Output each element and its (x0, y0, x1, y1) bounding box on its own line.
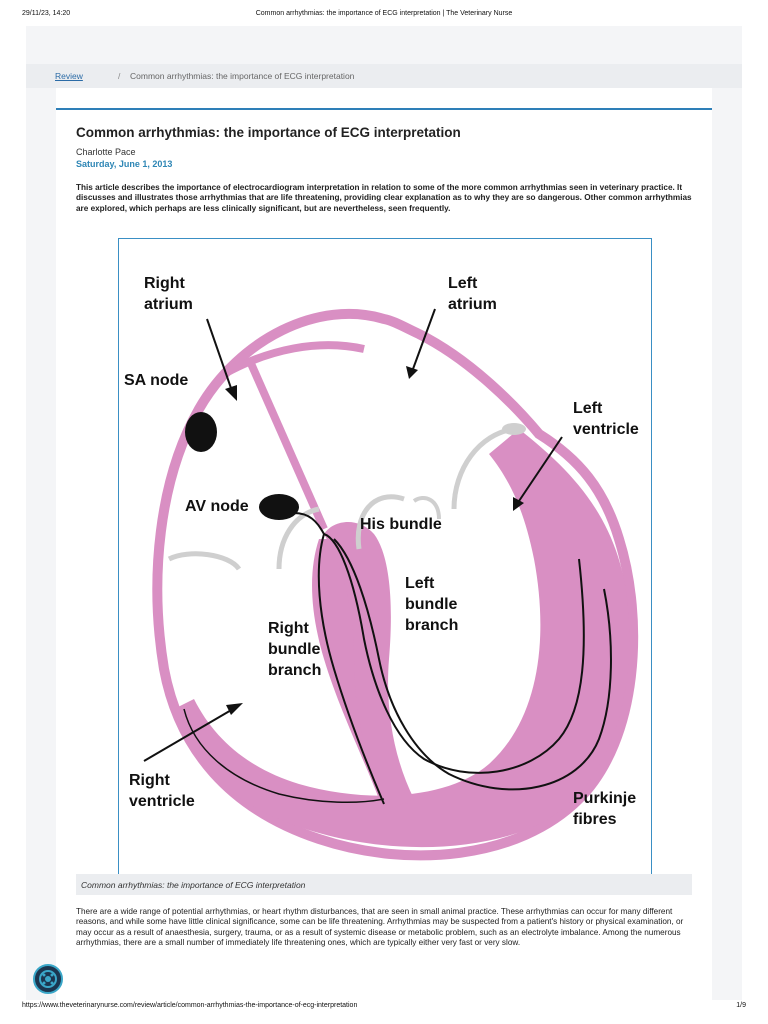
right-ventricle-fibre (183, 708, 385, 803)
page-gutter-right (712, 88, 742, 1000)
label-left-atrium-2: atrium (448, 296, 497, 313)
print-page-number: 1/9 (736, 1002, 746, 1009)
arrow-left-atrium-head (406, 366, 418, 379)
page-gutter-left (26, 88, 56, 1000)
breadcrumb-separator: / (118, 71, 121, 81)
label-right-ventricle-1: Right (129, 772, 171, 789)
print-page-title: Common arrhythmias: the importance of EC… (255, 10, 513, 17)
heart-conduction-diagram: Right atrium Left atrium SA node Left ve… (124, 275, 639, 861)
help-chat-button[interactable] (33, 964, 63, 994)
site-header-band (26, 26, 742, 64)
left-ventricle-cavity (386, 529, 514, 763)
print-footer: https://www.theveterinarynurse.com/revie… (22, 1002, 746, 1014)
label-purkinje-2: fibres (573, 811, 617, 828)
tricuspid-valve (167, 551, 242, 571)
print-datetime: 29/11/23, 14:20 (22, 10, 71, 17)
breadcrumb: Review / Common arrhythmias: the importa… (26, 64, 742, 88)
article-body-paragraph: There are a wide range of potential arrh… (76, 907, 684, 947)
print-url: https://www.theveterinarynurse.com/revie… (22, 1002, 358, 1009)
septum-bend (324, 521, 414, 809)
heart-outer-wall (152, 308, 639, 861)
print-header: 29/11/23, 14:20 Common arrhythmias: the … (22, 10, 746, 22)
arrow-left-atrium (412, 308, 436, 370)
article-author[interactable]: Charlotte Pace (76, 147, 136, 157)
label-purkinje-1: Purkinje (573, 790, 636, 807)
his-valve (412, 496, 441, 520)
breadcrumb-current: Common arrhythmias: the importance of EC… (130, 71, 355, 81)
arrow-right-atrium (206, 318, 233, 392)
arrow-right-ventricle-head (226, 703, 243, 715)
arrow-left-ventricle (518, 436, 563, 502)
sa-node (185, 412, 217, 452)
label-left-ventricle-1: Left (573, 400, 603, 417)
purkinje-fibre-line (333, 538, 612, 791)
label-left-bundle-2: bundle (405, 596, 458, 613)
atrial-roof (222, 341, 365, 378)
label-left-ventricle-2: ventricle (573, 421, 639, 438)
mitral-valve-cap (502, 423, 526, 435)
aortic-valve (355, 494, 405, 550)
label-left-bundle-3: branch (405, 617, 458, 634)
interatrial-septum (245, 357, 328, 531)
av-node-connector (293, 512, 325, 535)
arrow-left-ventricle-head (513, 497, 524, 511)
article-title: Common arrhythmias: the importance of EC… (76, 125, 461, 140)
article-card: Common arrhythmias: the importance of EC… (56, 108, 712, 1000)
label-right-atrium-2: atrium (144, 296, 193, 313)
label-left-bundle-1: Left (405, 575, 435, 592)
arrow-right-atrium-head (225, 385, 237, 401)
figure-caption: Common arrhythmias: the importance of EC… (76, 874, 692, 895)
label-his-bundle: His bundle (360, 516, 442, 533)
label-right-bundle-3: branch (268, 662, 321, 679)
arrow-right-ventricle (143, 708, 234, 762)
pulmonic-valve (276, 506, 320, 570)
label-sa-node: SA node (124, 372, 188, 389)
right-bundle-branch-line (317, 533, 385, 805)
article-date: Saturday, June 1, 2013 (76, 159, 173, 169)
label-right-atrium-1: Right (144, 275, 186, 292)
article-abstract: This article describes the importance of… (76, 183, 692, 213)
label-right-bundle-2: bundle (268, 641, 321, 658)
av-node (259, 494, 299, 520)
label-av-node: AV node (185, 498, 249, 515)
help-lifebuoy-icon (39, 970, 57, 988)
heart-conduction-figure[interactable]: Right atrium Left atrium SA node Left ve… (118, 238, 652, 876)
breadcrumb-review-link[interactable]: Review (55, 71, 83, 81)
label-left-atrium-1: Left (448, 275, 478, 292)
label-right-bundle-1: Right (268, 620, 310, 637)
left-ventricle-wall (174, 429, 630, 848)
label-right-ventricle-2: ventricle (129, 793, 195, 810)
